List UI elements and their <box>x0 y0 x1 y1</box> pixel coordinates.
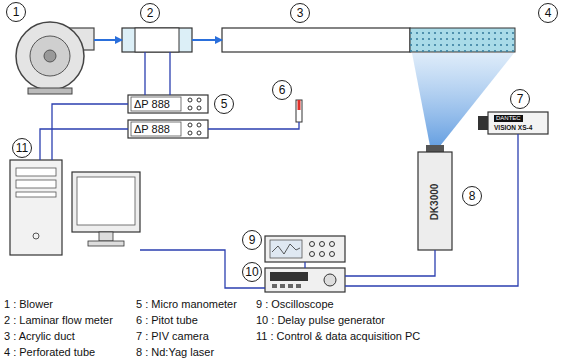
acrylic-duct: 3 <box>222 28 410 52</box>
blower-symbol <box>16 22 94 94</box>
signal-wire <box>40 129 128 160</box>
callout-number: 2 <box>140 3 160 23</box>
micro-manometer: ΔP 888 <box>128 120 208 138</box>
oscilloscope: 9 <box>265 236 345 262</box>
model-text: DK3000 <box>429 184 441 221</box>
display-text: ΔP 888 <box>134 122 170 136</box>
pitot-tube-symbol <box>296 100 302 122</box>
legend-key-text: 1 : Blower <box>4 298 53 311</box>
callout-number: 10 <box>242 262 262 282</box>
pc-symbol <box>10 160 140 255</box>
legend-key-text: 4 : Perforated tube <box>4 346 95 359</box>
callout-number: 8 <box>462 186 482 206</box>
signal-wire <box>208 122 299 129</box>
legend-key-text: 11 : Control & data acquisition PC <box>256 330 420 343</box>
legend-key-text: 5 : Micro manometer <box>136 298 237 311</box>
legend-key-text: 2 : Laminar flow meter <box>4 314 113 327</box>
oscilloscope-symbol <box>265 236 345 262</box>
piv-camera: 7DANTECVISION XS-4 <box>478 112 548 134</box>
callout-number: 6 <box>272 80 292 100</box>
blower: 1 <box>12 14 94 96</box>
flow-meter-symbol <box>122 28 192 52</box>
legend-key-text: 3 : Acrylic duct <box>4 330 75 343</box>
laminar-flow-meter: 2 <box>122 28 192 52</box>
nd-yag-laser: 8DK3000 <box>418 145 452 250</box>
legend-key-text: 7 : PIV camera <box>136 330 209 343</box>
perforated-tube: 4 <box>410 28 515 52</box>
signal-wire <box>140 250 265 288</box>
legend-key-text: 8 : Nd:Yag laser <box>136 346 214 359</box>
signal-wire <box>345 134 518 286</box>
signal-wire <box>304 262 305 268</box>
manometer-symbol <box>128 95 208 138</box>
flow-arrow <box>192 39 222 41</box>
callout-number: 3 <box>290 3 310 23</box>
callout-number: 1 <box>6 2 26 22</box>
callout-number: 4 <box>538 3 558 23</box>
delay-pulse-generator: 10 <box>265 268 345 292</box>
perforated-tube-symbol <box>410 28 515 52</box>
signal-wire <box>145 52 170 95</box>
legend-key-text: 9 : Oscilloscope <box>256 298 334 311</box>
delay-generator-symbol <box>265 268 345 292</box>
callout-number: 9 <box>242 230 262 250</box>
signal-wire <box>345 250 435 276</box>
control-pc: 11 <box>10 160 140 256</box>
brand-text: DANTEC <box>494 115 523 122</box>
signal-wire <box>52 104 128 160</box>
laser-symbol <box>418 145 452 250</box>
display-text: ΔP 888 <box>134 97 170 111</box>
legend-key-text: 6 : Pitot tube <box>136 314 198 327</box>
camera-symbol <box>478 112 548 134</box>
flow-arrow <box>94 39 122 41</box>
pitot-tube: 6 <box>296 100 302 122</box>
callout-number: 5 <box>214 94 234 114</box>
callout-number: 11 <box>12 138 32 158</box>
legend-key-text: 10 : Delay pulse generator <box>256 314 385 327</box>
model-text: VISION XS-4 <box>494 124 532 132</box>
duct-symbol <box>222 28 410 52</box>
micro-manometer: 5ΔP 888 <box>128 95 208 113</box>
callout-number: 7 <box>510 89 530 109</box>
